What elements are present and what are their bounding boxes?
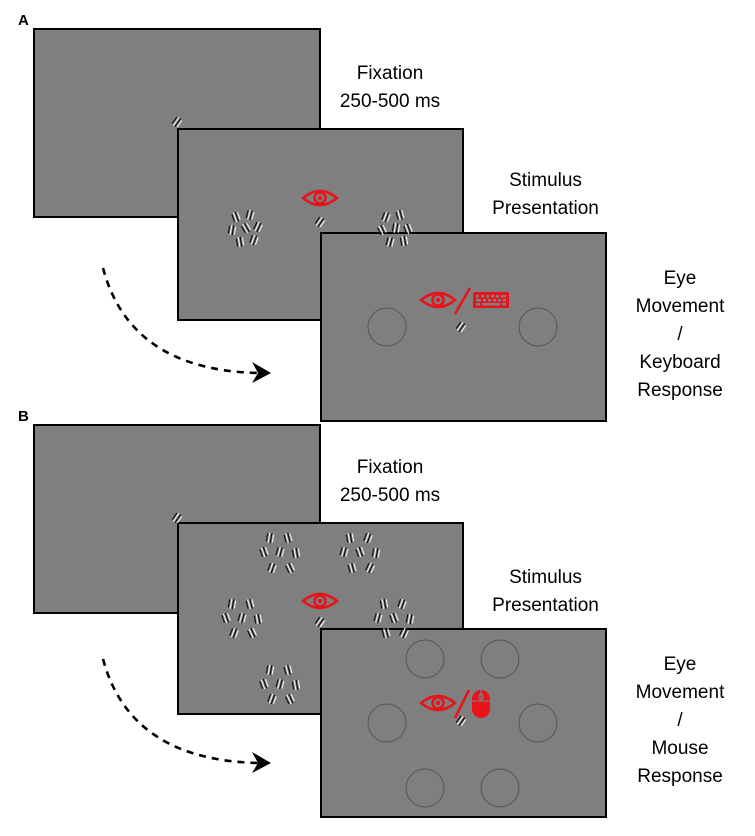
sequence-arrow-a: [101, 267, 271, 383]
target-circle-right-b[interactable]: [518, 703, 558, 743]
response-line5-b: Response: [637, 766, 723, 787]
target-circle-top-left-b[interactable]: [405, 639, 445, 679]
stimulus-center-gabor-a: [314, 215, 326, 229]
gabor-cluster-top-right-b: [339, 531, 381, 575]
response-line1-b: Eye: [663, 654, 697, 675]
response-center-gabor-a: [455, 320, 467, 334]
target-circle-right-a[interactable]: [518, 307, 558, 347]
response-label-a: Eye Movement / Keyboard Response: [615, 265, 745, 405]
target-circle-top-right-b[interactable]: [480, 639, 520, 679]
fixation-label-a: Fixation 250-500 ms: [330, 60, 450, 116]
eye-icon: [419, 291, 457, 309]
panel-label-b: B: [18, 408, 29, 425]
stimulus-label-b: Stimulus Presentation: [478, 564, 613, 620]
fixation-duration-b: 250-500 ms: [339, 485, 441, 506]
eye-icon: [301, 592, 339, 610]
gabor-cluster-left-a: [227, 208, 264, 249]
target-circle-bottom-right-b[interactable]: [480, 768, 520, 808]
eye-icon: [301, 189, 339, 207]
fixation-gabor-a: [171, 115, 183, 129]
fixation-title-b: Fixation: [356, 457, 424, 478]
target-circle-left-a[interactable]: [367, 307, 407, 347]
sequence-arrow-b: [101, 658, 271, 773]
slash-divider-b: [453, 689, 471, 719]
gabor-cluster-top-left-b: [258, 531, 301, 575]
response-line1-a: Eye: [663, 268, 697, 289]
gabor-cluster-bottom-left-b: [258, 663, 301, 706]
gabor-cluster-mid-left-b: [220, 597, 263, 640]
fixation-label-b: Fixation 250-500 ms: [330, 454, 450, 510]
eye-icon: [419, 694, 457, 712]
fixation-gabor-b: [171, 511, 183, 525]
response-line4-a: Keyboard: [639, 352, 721, 373]
fixation-duration-a: 250-500 ms: [339, 91, 441, 112]
response-line5-a: Response: [637, 380, 723, 401]
response-center-gabor-b: [455, 714, 467, 728]
gabor-cluster-right-a: [376, 208, 414, 249]
target-circle-bottom-left-b[interactable]: [405, 768, 445, 808]
gabor-cluster-mid-right-b: [373, 597, 415, 640]
mouse-icon: [472, 690, 490, 718]
stimulus-line2-b: Presentation: [492, 595, 599, 616]
keyboard-icon: [473, 292, 509, 308]
stimulus-center-gabor-b: [314, 615, 326, 629]
response-label-b: Eye Movement / Mouse Response: [615, 651, 745, 791]
panel-label-a: A: [18, 12, 29, 29]
response-line2-a: Movement: [635, 296, 725, 317]
stimulus-line2-a: Presentation: [492, 198, 599, 219]
stimulus-label-a: Stimulus Presentation: [478, 167, 613, 223]
response-line3-a: /: [677, 324, 683, 345]
slash-divider-a: [453, 287, 472, 315]
response-line2-b: Movement: [635, 682, 725, 703]
fixation-title-a: Fixation: [356, 63, 424, 84]
response-line3-b: /: [677, 710, 683, 731]
response-line4-b: Mouse: [651, 738, 709, 759]
stimulus-line1-a: Stimulus: [509, 170, 582, 191]
target-circle-left-b[interactable]: [367, 703, 407, 743]
stimulus-line1-b: Stimulus: [509, 567, 582, 588]
